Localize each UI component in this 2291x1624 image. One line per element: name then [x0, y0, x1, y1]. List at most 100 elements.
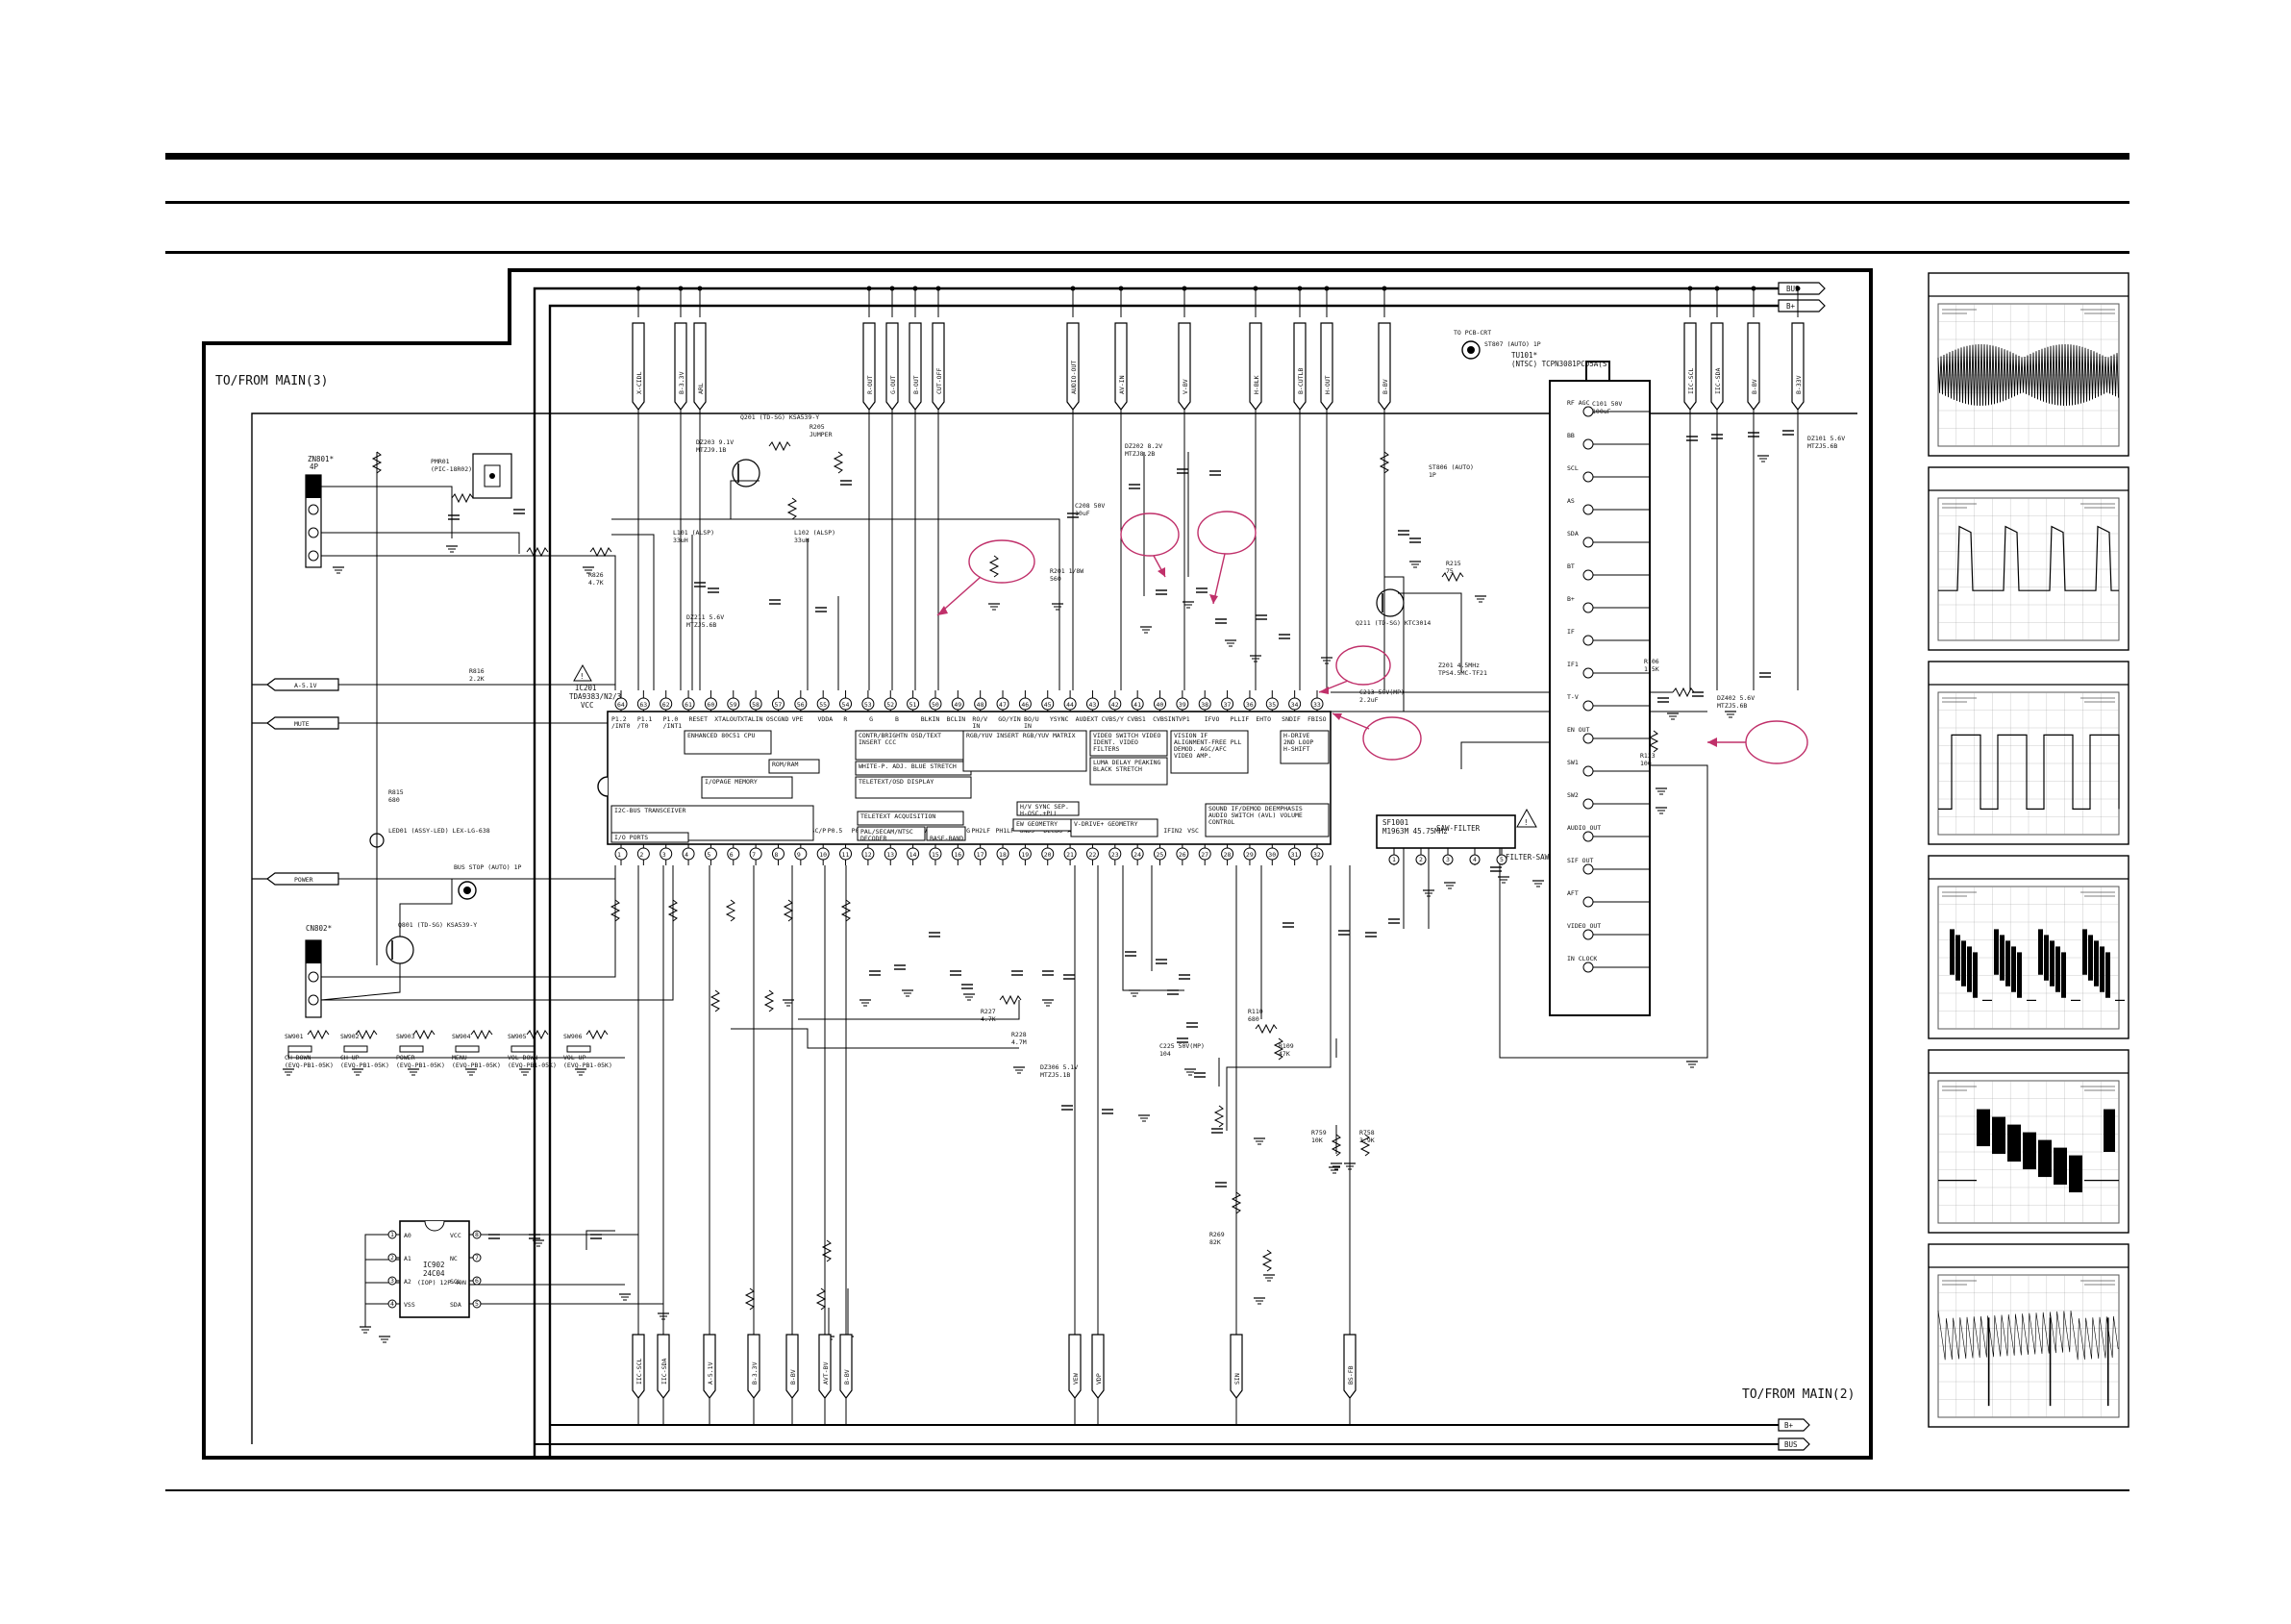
tuner-pin — [1582, 438, 1594, 450]
component-label: JUMPER — [809, 431, 833, 438]
ic-pin-name: CVBS1 — [1127, 715, 1146, 723]
ic-pin-name: BCLIN — [947, 715, 966, 723]
ic-pin-number: 6 — [730, 851, 734, 859]
eeprom-pin-number: 5 — [475, 1300, 479, 1308]
signal-tag-label: B-33V — [1795, 375, 1803, 394]
tuner-pin — [1582, 537, 1594, 548]
tuner-pin-label: RF AGC — [1567, 399, 1590, 407]
label-to-from-main3: TO/FROM MAIN(3) — [215, 374, 328, 388]
waveform-trace — [2050, 940, 2054, 987]
ic-pin-top — [929, 697, 942, 711]
ic-pin-name: /INT1 — [663, 722, 683, 730]
ic-pin-bottom — [771, 847, 784, 861]
ic-pin-number: 22 — [1088, 851, 1096, 859]
tuner-pin-label: SDA — [1567, 530, 1579, 537]
main-frame — [202, 268, 1873, 1460]
ic-pin-top — [682, 697, 695, 711]
signal-tag-label: AVT-BV — [822, 1362, 830, 1385]
component-label: MTZJ5.1B — [1040, 1071, 1070, 1079]
bus-tag-bottom-1: B+ — [1778, 1418, 1810, 1432]
component-label: L101 (ALSP) — [673, 529, 714, 537]
waveform-panels — [1928, 272, 2129, 1428]
ic-pin-number: 57 — [774, 701, 782, 709]
ic-pin-name: PLLIF — [1231, 715, 1250, 723]
signal-tag-bottom — [632, 1334, 645, 1399]
signal-tag-label: B-BV — [1382, 379, 1389, 394]
ic-pin-top — [614, 697, 628, 711]
ic-block — [1170, 730, 1249, 774]
tuner-pin-label: AFT — [1567, 889, 1579, 897]
waveform-trace — [1967, 946, 1972, 992]
waveform-trace — [1992, 1116, 2005, 1155]
ic-pin-bottom — [1176, 847, 1189, 861]
key-switch-label: (EVQ-PB1-05K) — [452, 1062, 501, 1069]
waveform-trace — [2038, 1139, 2052, 1178]
component-label: C208 50V — [1075, 502, 1105, 510]
tuner-pin — [1582, 569, 1594, 581]
component-label: 2.2uF — [1359, 696, 1379, 704]
ic-pin-name: P0.5 — [828, 827, 843, 835]
ic-pin-number: 27 — [1201, 851, 1208, 859]
eeprom-pin-number: 4 — [390, 1300, 394, 1308]
component-label: R215 — [1446, 560, 1461, 567]
ic-pin-bottom — [1041, 847, 1055, 861]
ic-pin-top — [1288, 697, 1302, 711]
ic-pin-name: P1.2 — [611, 715, 627, 723]
ic-pin-top — [1198, 697, 1211, 711]
ic-block-label: EW GEOMETRY — [1016, 820, 1058, 828]
key-switch — [455, 1045, 480, 1053]
component-label: 82K — [1209, 1238, 1221, 1246]
ic-pin-number: 45 — [1044, 701, 1052, 709]
signal-tag-label: B-3.3V — [678, 371, 685, 394]
signal-tag-label: MUTE — [294, 720, 310, 728]
ic-pin-top — [1131, 697, 1144, 711]
waveform-trace — [1937, 343, 2119, 407]
waveform-trace — [1950, 929, 1955, 975]
tuner-pin — [1582, 929, 1594, 940]
ic-block-label: I/O PORTS — [614, 834, 648, 841]
key-switch-label: SW902 — [340, 1033, 360, 1040]
signal-tag-label: IIC-SCL — [635, 1359, 643, 1385]
svg-text:Q801 (TD-SG) KSA539-Y: Q801 (TD-SG) KSA539-Y — [398, 921, 477, 929]
ic-pin-number: 30 — [1268, 851, 1276, 859]
ic-pin-number: 8 — [774, 851, 778, 859]
waveform-trace — [2007, 1124, 2021, 1162]
ic-pin-bottom — [1265, 847, 1279, 861]
ic-pin-name: VDDA — [818, 715, 834, 723]
ic-pin-number: 24 — [1133, 851, 1141, 859]
ic-pin-name: IFVO — [1205, 715, 1220, 723]
component-label: R758 — [1359, 1129, 1375, 1137]
waveform-trace — [2005, 940, 2010, 987]
tuner-pin-label: SW2 — [1567, 791, 1579, 799]
ic-block-label: V-DRIVE+ GEOMETRY — [1074, 820, 1138, 828]
inner-frame — [251, 412, 1857, 1444]
component-label: ST806 (AUTO) — [1429, 463, 1474, 471]
tuner-pin — [1582, 798, 1594, 810]
signal-tag-bottom — [1091, 1334, 1105, 1399]
eeprom-pin-name: A0 — [404, 1232, 411, 1239]
signal-tag-top — [632, 322, 645, 411]
ic-pin-number: 52 — [886, 701, 894, 709]
component-label: MTZJ8.2B — [1125, 450, 1155, 458]
ic-pin-number: 26 — [1179, 851, 1186, 859]
ic-pin-top — [1041, 697, 1055, 711]
ic-block — [857, 811, 964, 826]
tuner-pin — [1582, 896, 1594, 908]
ic-pin-number: 3 — [662, 851, 666, 859]
bus-tag-bottom-2: BUS — [1778, 1437, 1810, 1451]
ic-block — [855, 730, 972, 761]
ic-pin-name: BO/U — [1024, 715, 1039, 723]
ic-pin-number: 4 — [685, 851, 688, 859]
signal-tag-bottom — [657, 1334, 670, 1399]
signal-tag-label: B-BV — [1751, 379, 1758, 394]
ic-pin-top — [1085, 697, 1099, 711]
ic-pin-top — [816, 697, 830, 711]
ic-block-label: CONTROL — [1208, 818, 1234, 826]
svg-text:(NTSC) TCPN3081PC05A(S): (NTSC) TCPN3081PC05A(S) — [1511, 360, 1611, 368]
key-switch — [343, 1045, 368, 1053]
header-thick-rule — [165, 153, 2129, 160]
ic-pin-number: 64 — [617, 701, 625, 709]
component-label: C225 50V(MP) — [1159, 1042, 1205, 1050]
ic-pin-number: 46 — [1021, 701, 1029, 709]
